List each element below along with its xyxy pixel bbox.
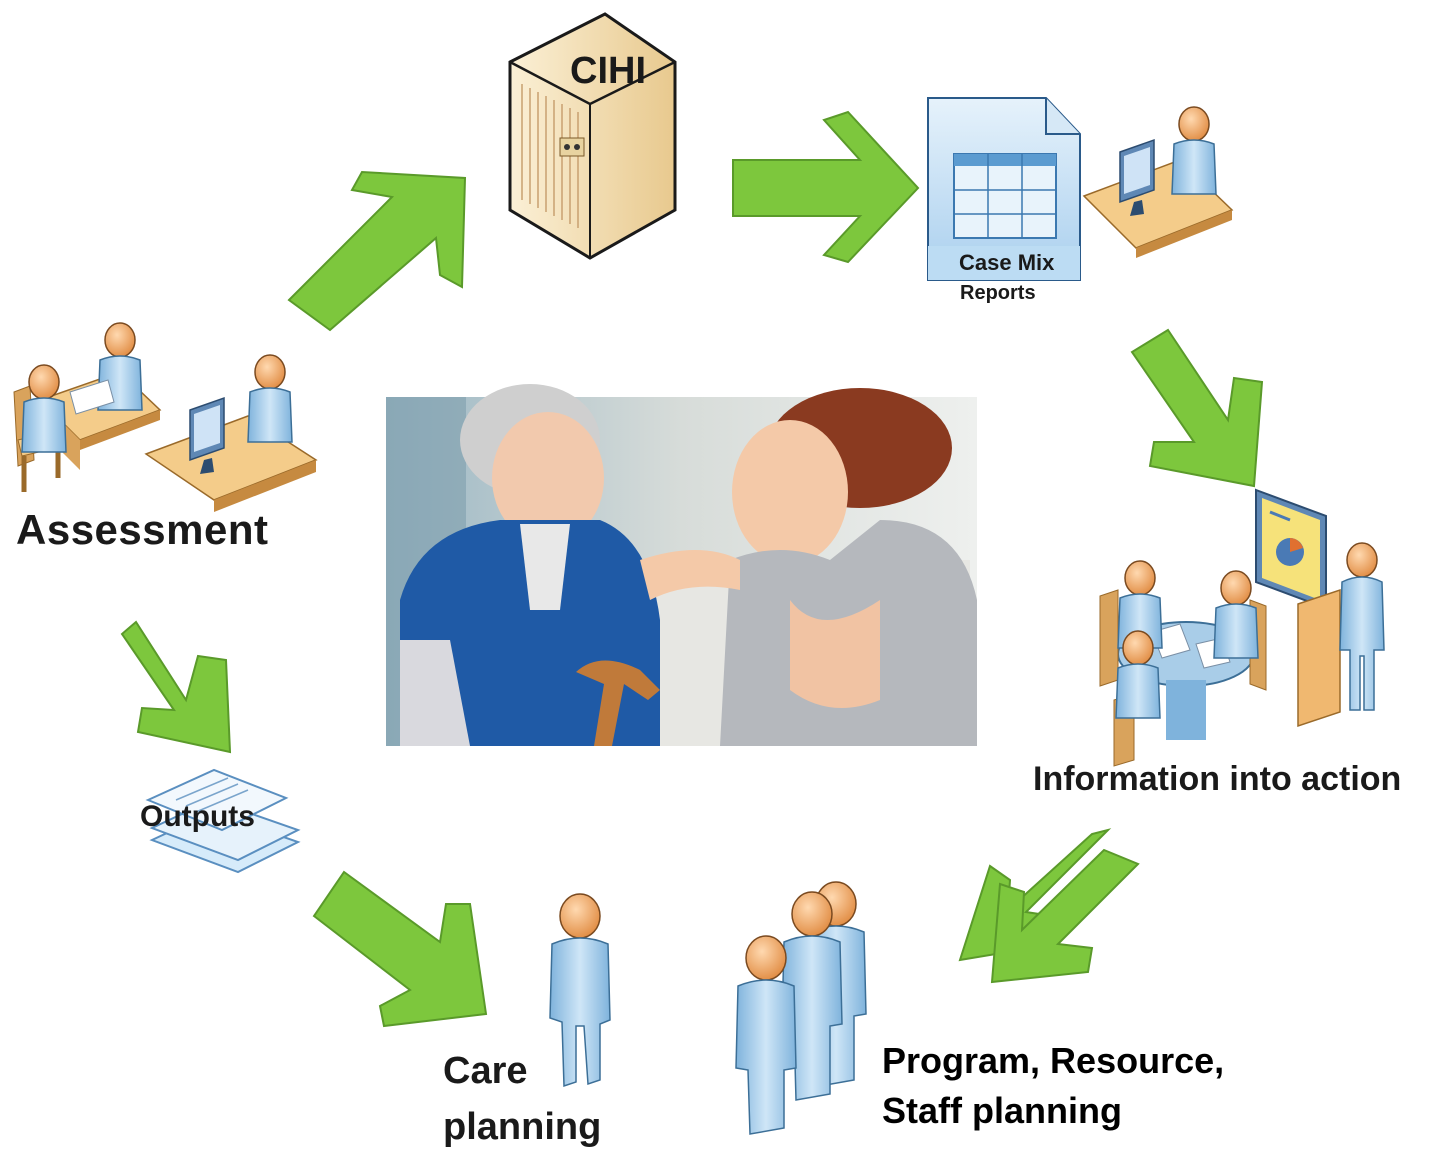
arrow-cihi-to-reports xyxy=(732,110,920,264)
reports-label: Reports xyxy=(960,282,1036,304)
arrow-reports-to-action xyxy=(1130,328,1264,488)
center-photo-caregiver xyxy=(386,384,977,746)
cihi-label: CIHI xyxy=(570,50,646,92)
planning-label: planning xyxy=(443,1106,602,1148)
information-into-action-label: Information into action xyxy=(1033,760,1402,798)
staff-planning-label: Staff planning xyxy=(882,1090,1122,1131)
outputs-stack-icon xyxy=(145,768,301,874)
program-resource-label: Program, Resource, xyxy=(882,1040,1225,1081)
case-mix-report-icon xyxy=(927,97,1081,281)
report-reader-icon xyxy=(1082,106,1234,258)
cihi-server-icon xyxy=(508,12,677,260)
assessment-icon xyxy=(13,322,318,512)
care-planner-icon xyxy=(549,893,611,1088)
arrow-assessment-to-cihi xyxy=(287,170,467,332)
outputs-label: Outputs xyxy=(140,800,255,833)
case-mix-label: Case Mix xyxy=(959,250,1055,275)
meeting-presentation-icon xyxy=(1099,488,1385,767)
care-label: Care xyxy=(443,1050,528,1092)
assessment-label: Assessment xyxy=(16,506,269,553)
arrow-action-to-program xyxy=(958,828,1140,984)
staff-group-icon xyxy=(735,881,867,1135)
arrow-outputs-to-care xyxy=(312,870,488,1028)
arrow-assessment-to-outputs xyxy=(120,620,232,754)
